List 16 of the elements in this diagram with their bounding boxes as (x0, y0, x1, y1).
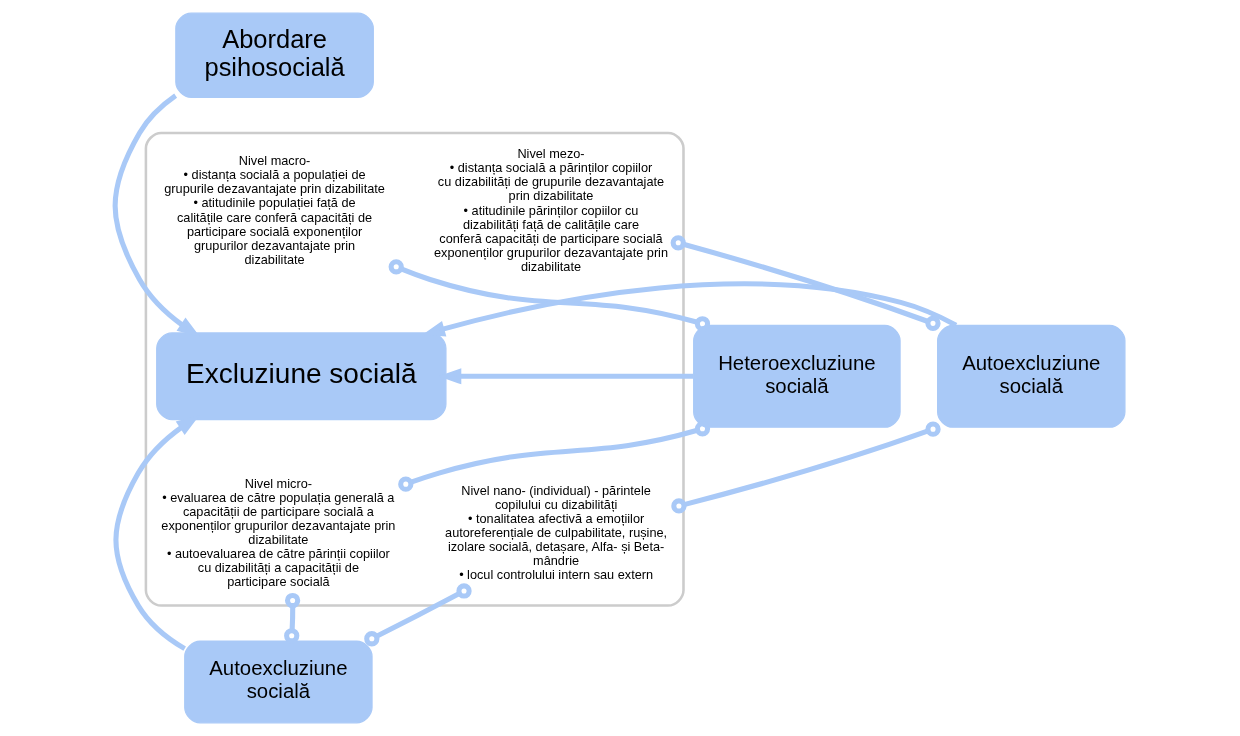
node-box: Autoexcluziune socială (937, 324, 1126, 428)
node-box: Abordare psihosocială (175, 12, 374, 98)
connector (398, 421, 711, 492)
arrow (422, 281, 958, 337)
connector (671, 421, 941, 514)
node-text: Nivel micro- • evaluarea de către populația generală a capacității de participare socială a exponenților grupurilor dezavantajate prin dizabilitate • autoevaluarea de către părinții copiilor cu dizabilități a capacității de participare socială (161, 476, 396, 590)
connector (364, 583, 472, 647)
connector (388, 259, 711, 332)
node-box: Excluziune socială (156, 332, 447, 421)
node-box: Heteroexcluziune socială (693, 324, 901, 428)
node-box: Autoexcluziune socială (184, 640, 373, 724)
node-text: Nivel mezo- • distanța socială a părinților copiilor cu dizabilități de grupurile dezavantajate prin dizabilitate • atitudinile părinților copiilor cu dizabilități față de calitățile care conferă capacități de participare socială exponenților grupurilor dezavantajate prin dizabilitate (433, 146, 669, 274)
connector (670, 235, 941, 331)
connector (284, 592, 301, 644)
node-text: Nivel macro- • distanța socială a populației de grupurile dezavantajate prin dizabilitate • atitudinile populației față de calitățile care conferă capacități de participare socială exponenților grupurilor dezavantajate prin dizabilitate (164, 153, 385, 267)
node-text: Nivel nano- (individual) - părintele copilului cu dizabilități • tonalitatea afectivă a emoțiilor autoreferențiale de culpabilitate, rușine, izolare socială, detașare, Alfa- și Beta-mândrie • locul controlului intern sau extern (445, 483, 668, 583)
